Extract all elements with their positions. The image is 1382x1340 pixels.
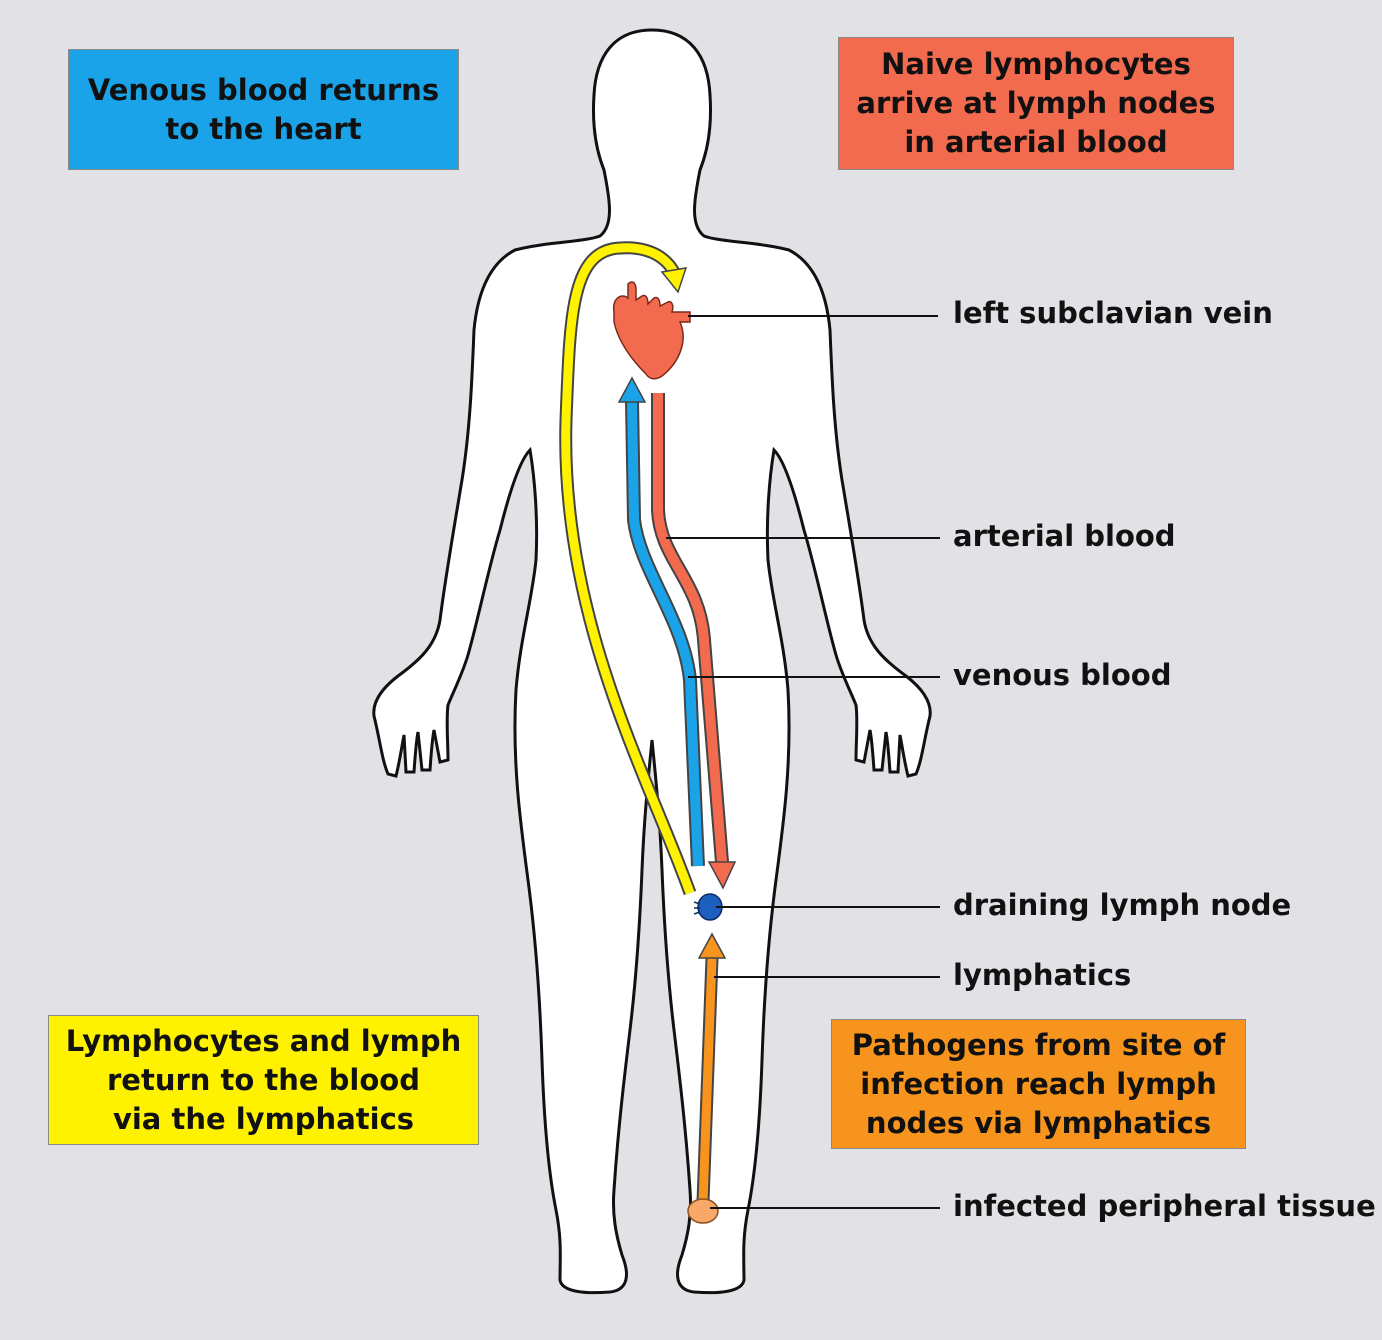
- venous-arrowhead: [617, 376, 647, 403]
- label-arterial-blood: arterial blood: [953, 519, 1176, 553]
- arterial-arrow: [653, 393, 727, 863]
- lymph-return-arrow: [561, 243, 695, 895]
- body-silhouette: [372, 28, 932, 1295]
- label-lymphatics: lymphatics: [953, 958, 1132, 992]
- label-infected-peripheral-tissue: infected peripheral tissue: [953, 1189, 1376, 1223]
- lymph-return-box: Lymphocytes and lymph return to the bloo…: [48, 1015, 479, 1145]
- label-left-subclavian-vein: left subclavian vein: [953, 296, 1273, 330]
- label-venous-blood: venous blood: [953, 658, 1172, 692]
- lymphatics-arrowhead: [697, 932, 727, 959]
- lymphatics-arrow: [698, 957, 717, 1203]
- venous-arrow: [627, 399, 703, 867]
- lymph-return-arrowhead: [660, 267, 688, 294]
- lymph-node-icon: [693, 893, 723, 921]
- infected-tissue-icon: [687, 1198, 719, 1224]
- naive-lymphocytes-box: Naive lymphocytes arrive at lymph nodes …: [838, 37, 1234, 170]
- pathogens-box: Pathogens from site of infection reach l…: [831, 1019, 1246, 1149]
- label-draining-lymph-node: draining lymph node: [953, 888, 1292, 922]
- heart-icon: [612, 281, 691, 380]
- venous-return-box: Venous blood returns to the heart: [68, 49, 459, 170]
- arterial-arrowhead: [707, 861, 737, 890]
